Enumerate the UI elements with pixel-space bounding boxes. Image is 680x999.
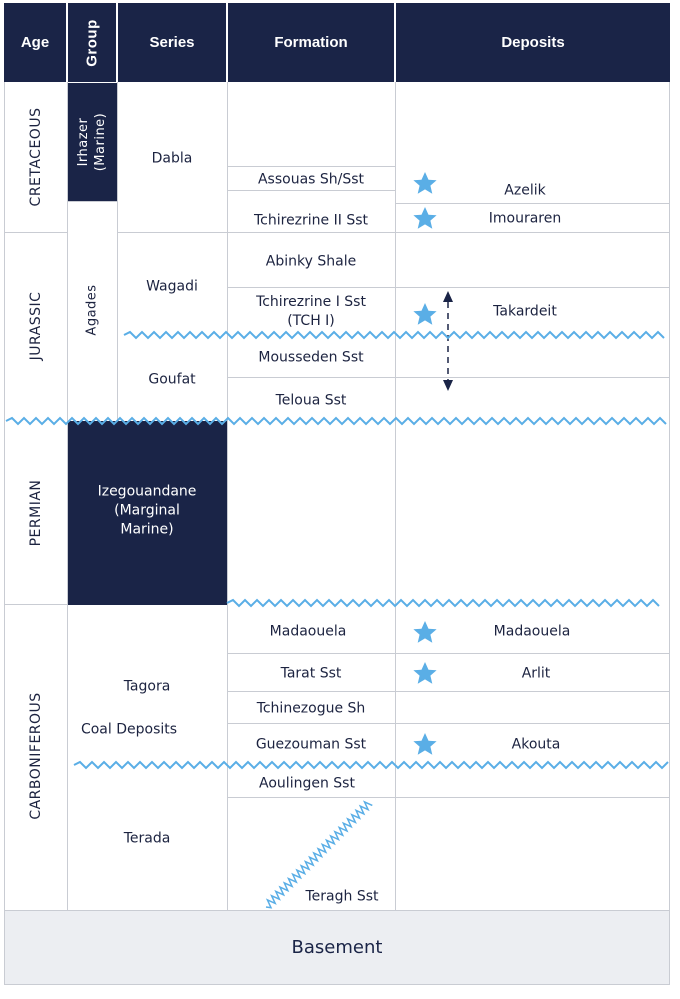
header-deposits-label: Deposits — [501, 34, 565, 51]
header-formation-label: Formation — [274, 34, 348, 51]
formation-abinky: Abinky Shale — [265, 253, 357, 270]
star-icon — [413, 662, 437, 684]
deposit-takardeit: Takardeit — [493, 303, 557, 320]
basement-label: Basement — [291, 937, 383, 958]
formation-tarat: Tarat Sst — [280, 665, 342, 682]
formation-assouas: Assouas Sh/Sst — [257, 171, 365, 188]
unconformity-line — [73, 760, 669, 770]
unconformity-line — [5, 416, 667, 426]
formation-guezouman: Guezouman Sst — [255, 736, 367, 753]
header-age: Age — [4, 3, 66, 82]
star-icon — [413, 303, 437, 325]
formation-mousseden: Mousseden Sst — [258, 349, 364, 366]
formation-tchirezrine-ii: Tchirezrine II Sst — [253, 212, 369, 229]
header-series: Series — [118, 3, 226, 82]
formation-aoulingen: Aoulingen Sst — [259, 775, 355, 792]
unconformity-diagonal — [265, 800, 373, 909]
series-goufat: Goufat — [148, 371, 196, 388]
unconformity-line — [123, 330, 665, 340]
group-irhazer-block — [68, 83, 117, 201]
series-wagadi: Wagadi — [146, 278, 198, 295]
formation-teloua: Teloua Sst — [275, 392, 347, 409]
formation-tchinezogue: Tchinezogue Sh — [256, 700, 366, 717]
series-terada: Terada — [123, 830, 171, 847]
star-icon — [413, 621, 437, 643]
deposit-azelik: Azelik — [504, 182, 546, 199]
double-arrow-icon — [443, 291, 453, 391]
star-icon — [413, 172, 437, 194]
formation-teragh: Teragh Sst — [305, 888, 379, 905]
formation-madaouela: Madaouela — [269, 623, 347, 640]
deposit-madaouela: Madaouela — [493, 623, 571, 640]
series-dabla: Dabla — [151, 150, 193, 167]
deposit-arlit: Arlit — [521, 665, 551, 682]
header-series-label: Series — [149, 34, 195, 51]
star-icon — [413, 207, 437, 229]
formation-tchirezrine-i: Tchirezrine I Sst (TCH I) — [256, 294, 366, 329]
basement-row: Basement — [4, 910, 670, 985]
star-icon — [413, 733, 437, 755]
group-coal-deposits: Coal Deposits — [80, 721, 178, 738]
series-tagora: Tagora — [123, 678, 171, 695]
group-izegouandane: Izegouandane (Marginal Marine) — [97, 483, 197, 538]
group-izegouandane-block — [68, 421, 227, 605]
header-age-label: Age — [20, 34, 50, 51]
header-formation: Formation — [228, 3, 394, 82]
unconformity-line — [226, 598, 660, 608]
deposit-imouraren: Imouraren — [488, 210, 562, 227]
header-deposits: Deposits — [396, 3, 670, 82]
deposit-akouta: Akouta — [511, 736, 561, 753]
header-group: Group — [68, 3, 116, 82]
